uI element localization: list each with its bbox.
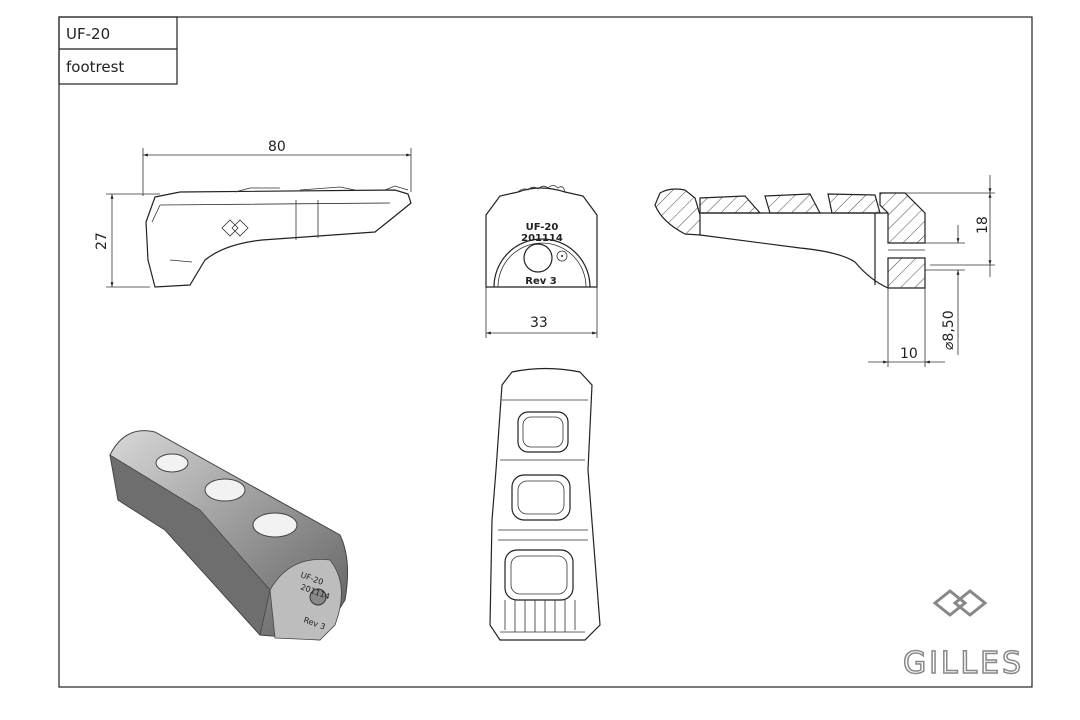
dimension-hole-diameter: ⌀8,50 xyxy=(941,310,957,350)
part-number: UF-20 xyxy=(66,25,110,43)
front-view: UF-20 201114 Rev 3 33 xyxy=(485,185,598,338)
gilles-logo: GILLES xyxy=(902,589,1022,682)
engraving-part: UF-20 xyxy=(526,222,559,233)
dimension-length: 80 xyxy=(268,139,286,155)
section-view: 18 ⌀8,50 10 xyxy=(654,175,995,367)
sheet-border xyxy=(58,16,1033,688)
engraving-date: 201114 xyxy=(521,233,563,244)
dimension-height: 27 xyxy=(94,232,110,250)
isometric-view: UF-20 201114 Rev 3 xyxy=(109,430,349,641)
gilles-logo-icon xyxy=(932,589,988,617)
dimension-thread-depth: 18 xyxy=(975,216,991,234)
dimension-width: 33 xyxy=(530,315,548,331)
logo-emboss-icon xyxy=(221,219,249,237)
top-view xyxy=(489,367,601,641)
gilles-logo-text: GILLES xyxy=(903,646,1021,681)
engraving-revision: Rev 3 xyxy=(525,276,556,287)
part-description: footrest xyxy=(66,58,124,76)
dimension-boss-length: 10 xyxy=(900,346,918,362)
title-block: UF-20 footrest xyxy=(58,16,178,85)
side-view: 80 27 xyxy=(94,139,412,288)
